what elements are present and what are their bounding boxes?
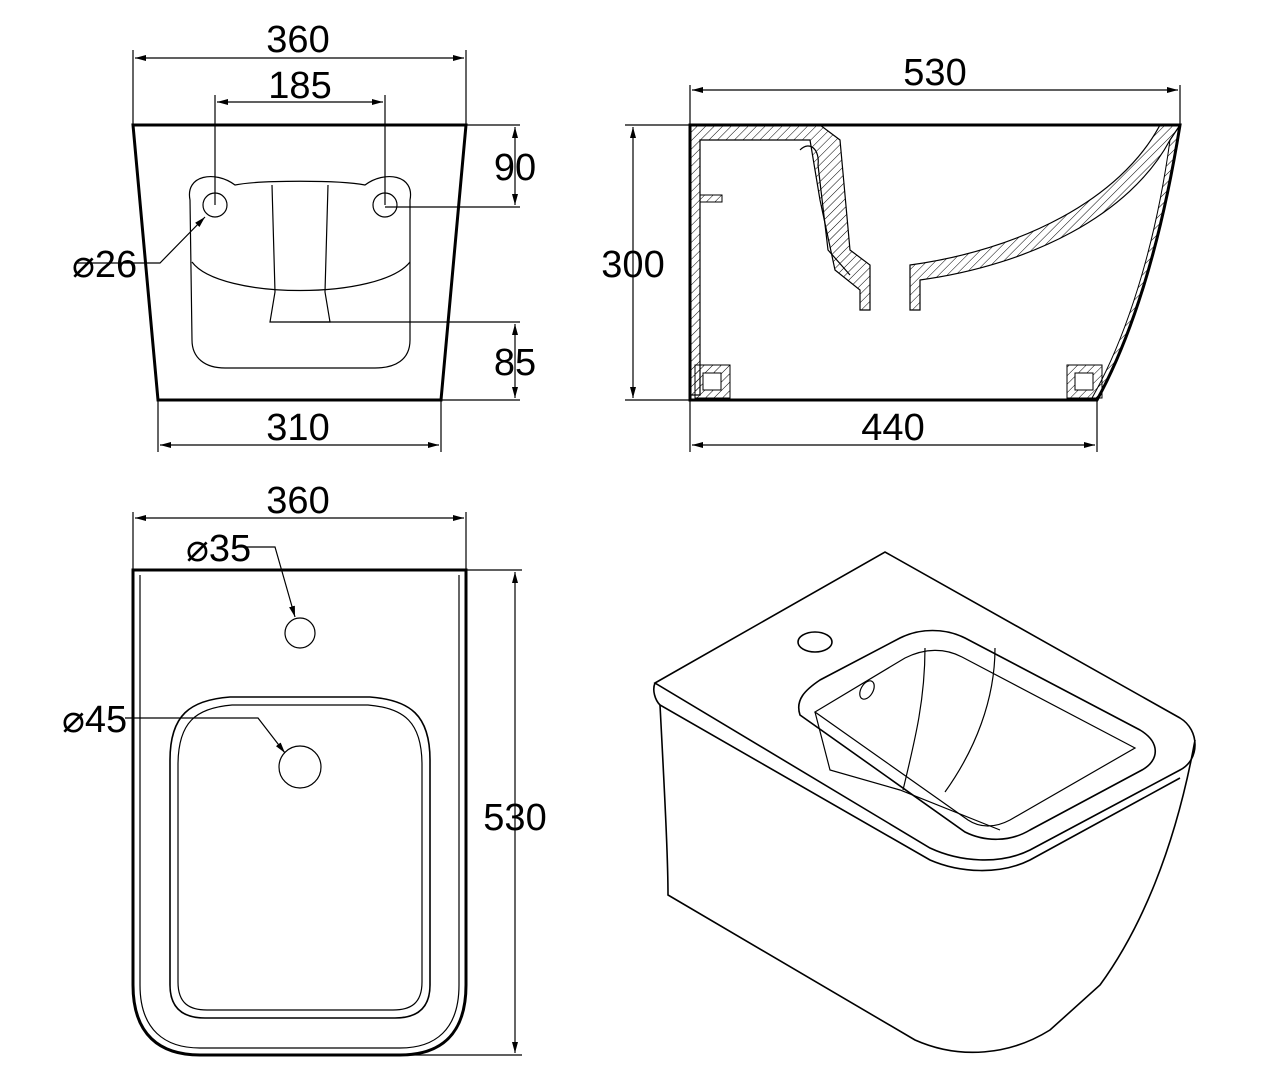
side-length-bottom: 440 — [861, 407, 924, 449]
top-view: 360 530 ⌀35 ⌀45 — [62, 480, 547, 1057]
top-outline — [131, 568, 468, 1057]
isometric-view — [653, 551, 1196, 1054]
outlet — [269, 184, 331, 323]
bowl-inner — [177, 704, 423, 1011]
front-outline — [131, 123, 468, 402]
iso-tap-hole — [797, 631, 833, 653]
iso-top-edge — [653, 682, 1181, 872]
tab — [699, 194, 723, 203]
leader-line — [75, 216, 206, 264]
bowl-rim — [169, 696, 431, 1019]
side-length-top: 530 — [903, 52, 966, 94]
iso-bowl-inner — [813, 649, 1137, 827]
iso-bowl-rim — [798, 629, 1157, 841]
front-width-bottom: 310 — [266, 407, 329, 449]
iso-overflow-hole — [859, 680, 875, 700]
top-inner-edge — [139, 575, 460, 1049]
support-hole — [702, 372, 722, 391]
leader-line — [125, 717, 286, 754]
iso-body — [659, 704, 1196, 1054]
side-height: 300 — [601, 244, 664, 286]
front-outlet-height: 85 — [494, 342, 536, 384]
front-view: 360 185 90 85 310 ⌀26 — [72, 19, 536, 452]
iso-top-face — [653, 551, 1196, 861]
front-width-top: 360 — [266, 19, 329, 61]
front-hole-spacing: 185 — [268, 65, 331, 107]
section-wall-left — [689, 124, 871, 396]
rear-recess — [188, 176, 412, 369]
side-section-view: 530 300 440 — [601, 52, 1182, 452]
top-length: 530 — [483, 797, 546, 839]
tap-hole — [284, 617, 316, 649]
top-width: 360 — [266, 480, 329, 522]
front-hole-height: 90 — [494, 147, 536, 189]
front-hole-diameter: ⌀26 — [72, 244, 137, 286]
section-wall-bowl — [909, 124, 1182, 311]
section-wall-right — [1091, 124, 1181, 401]
leader-line — [235, 546, 296, 618]
support-hole — [1074, 372, 1094, 391]
tap-hole-diameter: ⌀35 — [186, 528, 251, 570]
iso-bowl-floor — [814, 711, 1001, 831]
drain-hole — [278, 745, 322, 789]
recess-curve — [191, 261, 411, 292]
iso-bowl-curves — [902, 647, 996, 793]
inner-channel — [799, 145, 851, 276]
drain-diameter: ⌀45 — [62, 699, 127, 741]
